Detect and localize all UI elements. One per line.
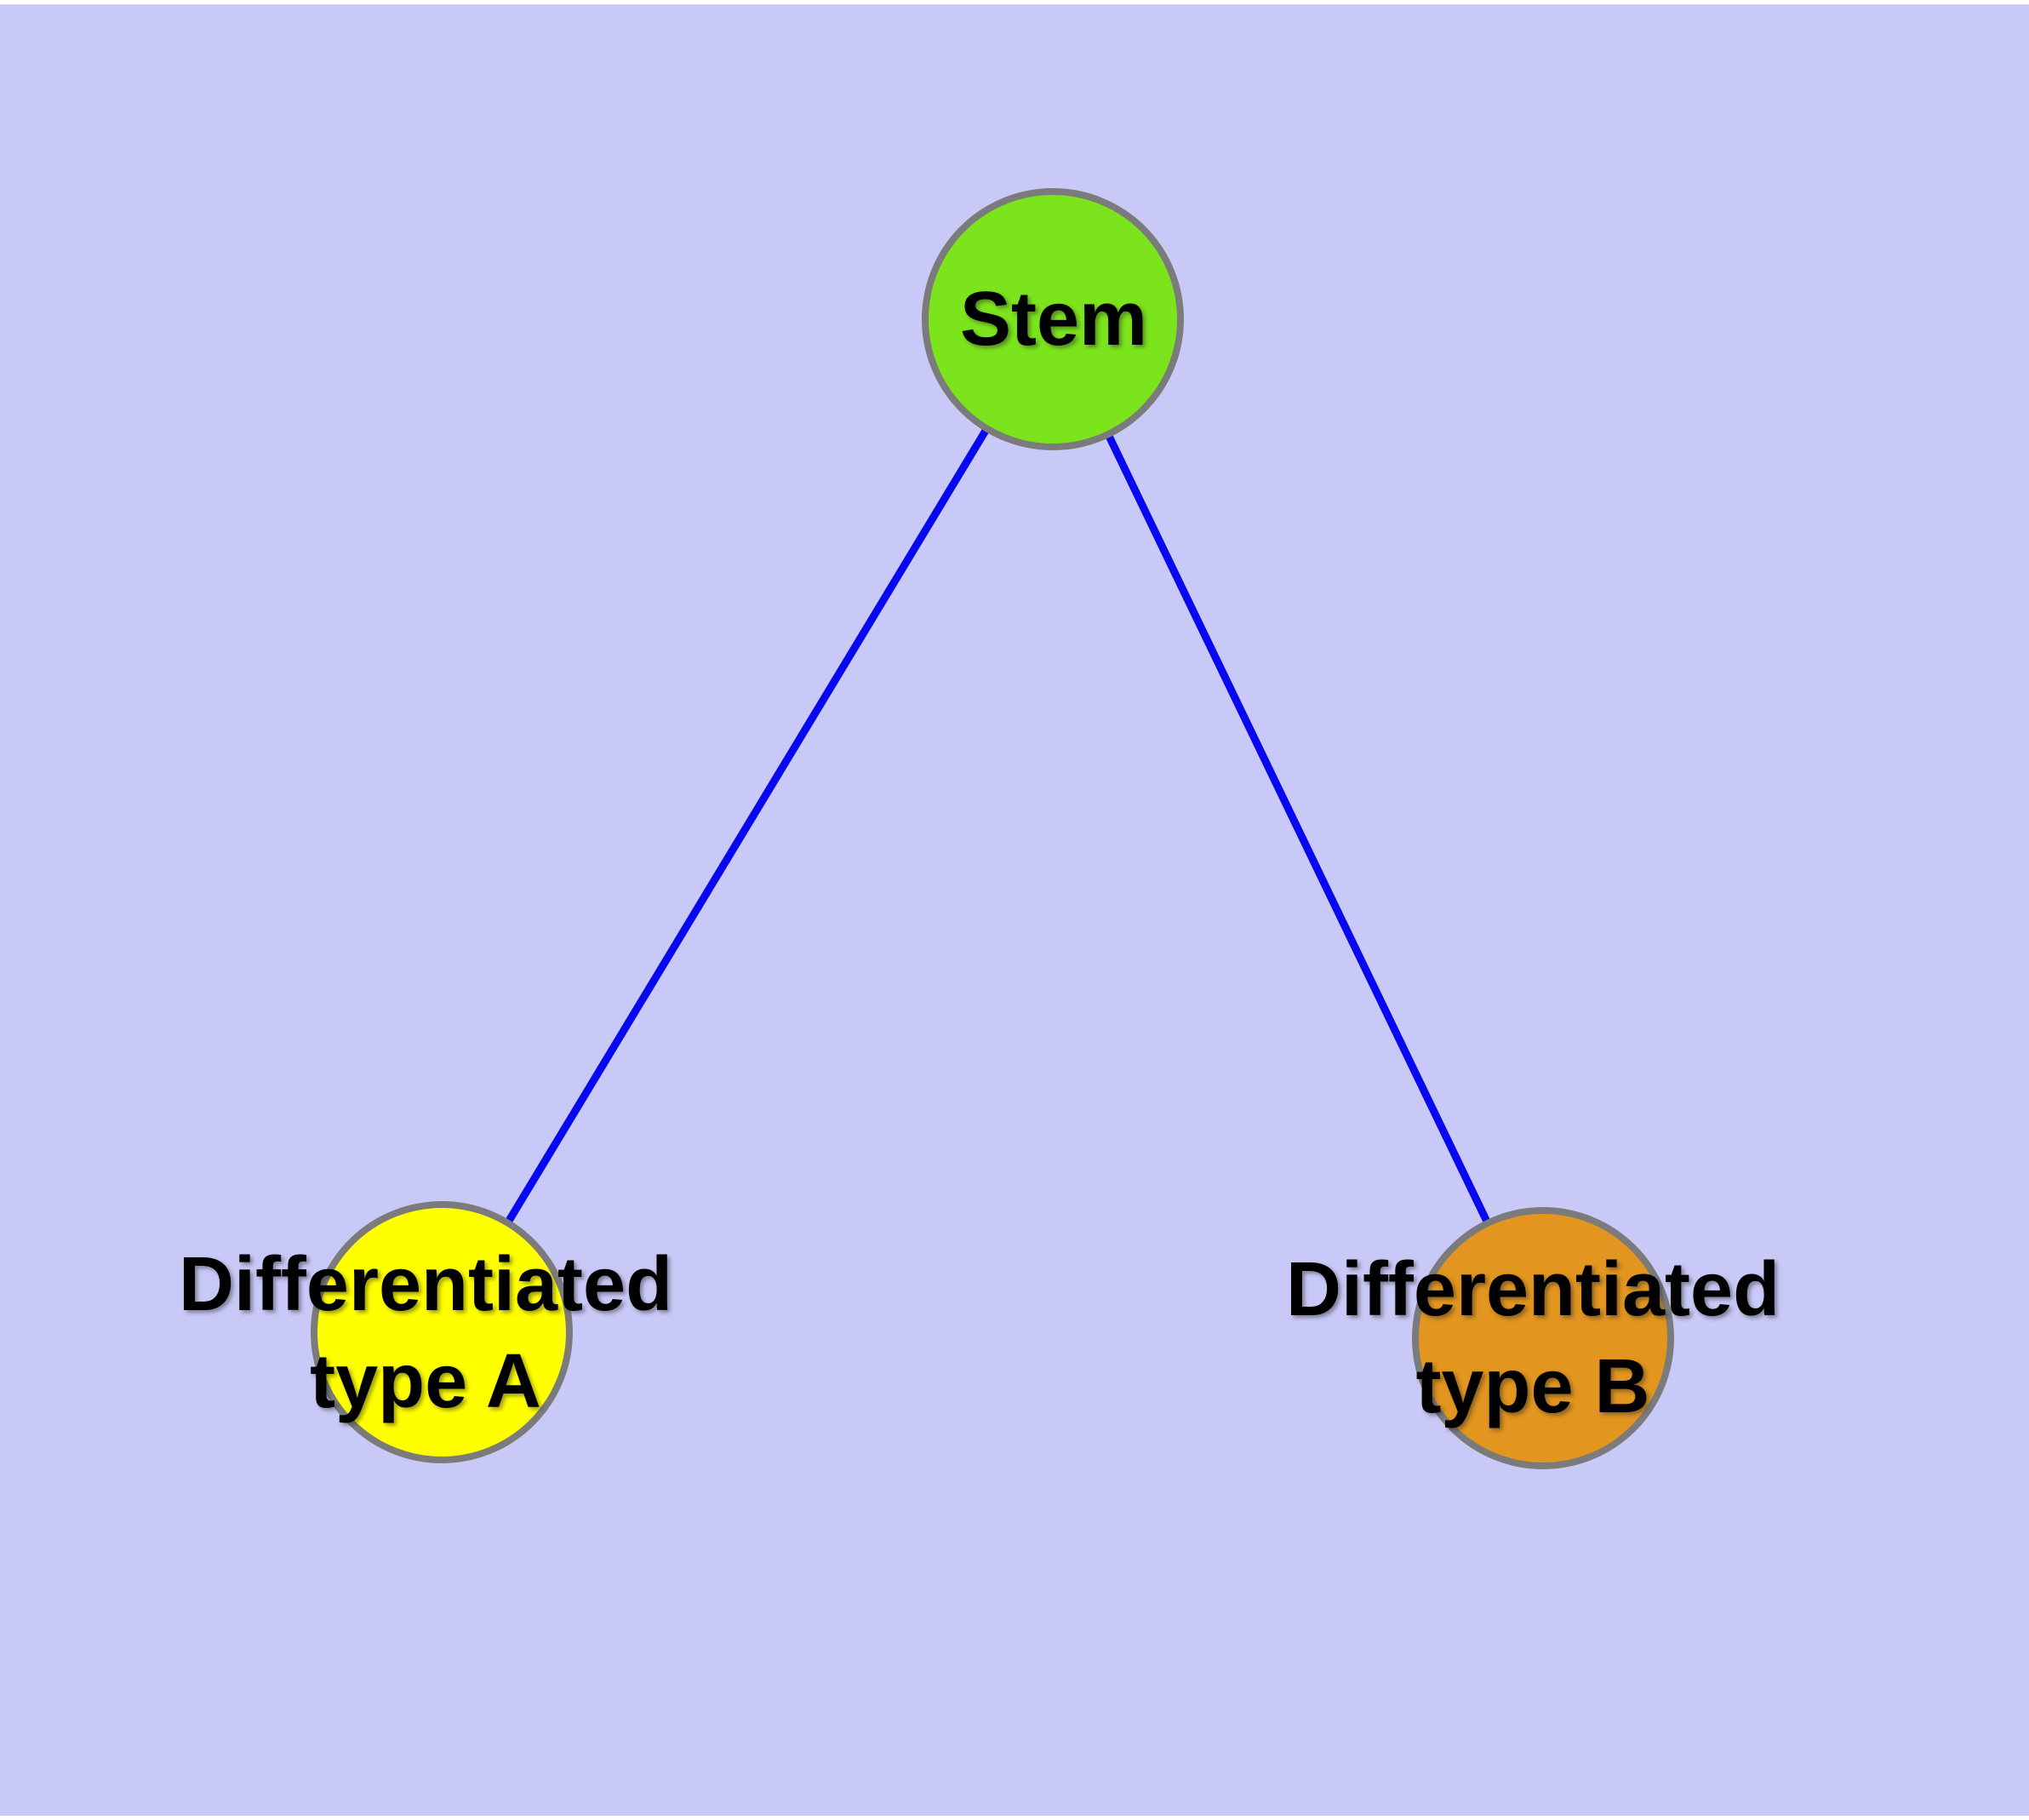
node-stem-label-line: Stem: [959, 277, 1148, 362]
node-type-b-label-line1: Differentiated: [1285, 1247, 1780, 1332]
edge-stem-to-type-a: [438, 317, 1056, 1335]
node-type-b-label: Differentiated type B: [1286, 1241, 1780, 1435]
node-type-b-circle: [1412, 1207, 1674, 1469]
node-type-a-label: Differentiated type A: [179, 1236, 672, 1430]
edge-stem-to-type-b: [1049, 318, 1547, 1340]
node-stem-circle: [922, 188, 1184, 450]
node-type-a-label-line1: Differentiated: [178, 1242, 673, 1327]
node-type-a-label-line2: type A: [310, 1339, 541, 1424]
node-type-a-circle: [311, 1201, 573, 1463]
node-type-b-label-line2: type B: [1415, 1344, 1650, 1429]
node-stem-label: Stem: [960, 271, 1147, 368]
